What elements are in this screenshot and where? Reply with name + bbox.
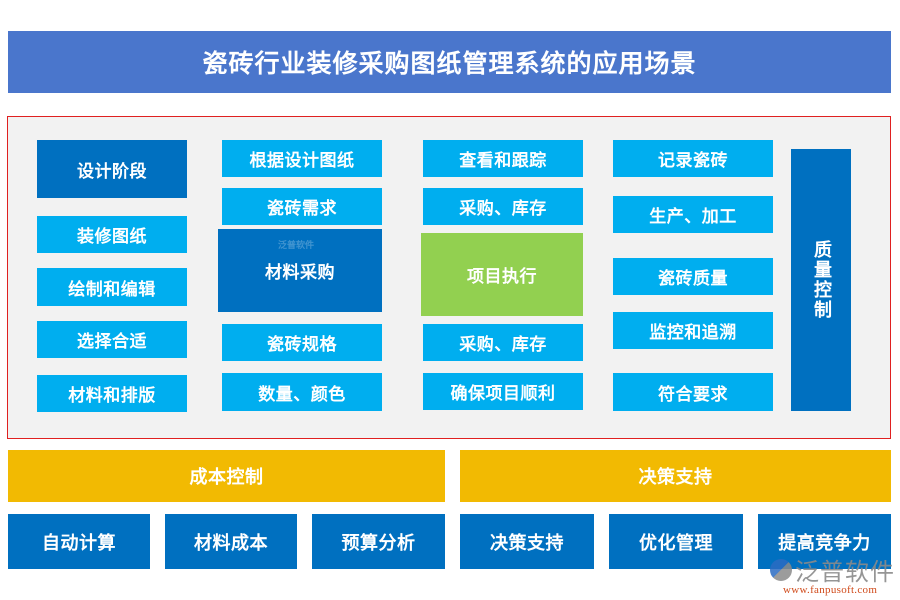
cost-item: 预算分析 — [312, 514, 445, 569]
fanpu-logo-icon — [770, 558, 792, 581]
decision-item: 优化管理 — [609, 514, 743, 569]
decision-item: 决策支持 — [460, 514, 594, 569]
execution-item: 查看和跟踪 — [423, 140, 583, 177]
quality-item: 瓷砖质量 — [613, 258, 773, 295]
quality-item: 监控和追溯 — [613, 312, 773, 349]
design-item: 绘制和编辑 — [37, 268, 187, 306]
procurement-item: 瓷砖规格 — [222, 324, 382, 361]
procurement-header: 材料采购 — [218, 229, 382, 312]
procurement-item: 数量、颜色 — [222, 373, 382, 411]
cost-control-header: 成本控制 — [8, 450, 445, 502]
procurement-item: 根据设计图纸 — [222, 140, 382, 177]
design-item: 装修图纸 — [37, 216, 187, 253]
procurement-item: 瓷砖需求 — [222, 188, 382, 225]
decision-support-header: 决策支持 — [460, 450, 891, 502]
design-item: 材料和排版 — [37, 375, 187, 412]
cost-item: 材料成本 — [165, 514, 297, 569]
execution-header: 项目执行 — [421, 233, 583, 316]
watermark-brand: 泛普软件 — [795, 558, 895, 586]
quality-item: 生产、加工 — [613, 196, 773, 233]
cost-item: 自动计算 — [8, 514, 150, 569]
page-title: 瓷砖行业装修采购图纸管理系统的应用场景 — [8, 31, 891, 93]
design-item: 选择合适 — [37, 321, 187, 358]
execution-item: 确保项目顺利 — [423, 373, 583, 410]
watermark-url: www.fanpusoft.com — [783, 584, 878, 596]
watermark-small: 泛普软件 — [278, 241, 315, 251]
design-stage-header: 设计阶段 — [37, 140, 187, 198]
quality-item: 符合要求 — [613, 373, 773, 411]
quality-item: 记录瓷砖 — [613, 140, 773, 177]
watermark-logo: 泛普软件 — [770, 552, 895, 587]
execution-item: 采购、库存 — [423, 188, 583, 225]
quality-control-header: 质量控制 — [791, 149, 851, 411]
execution-item: 采购、库存 — [423, 324, 583, 361]
